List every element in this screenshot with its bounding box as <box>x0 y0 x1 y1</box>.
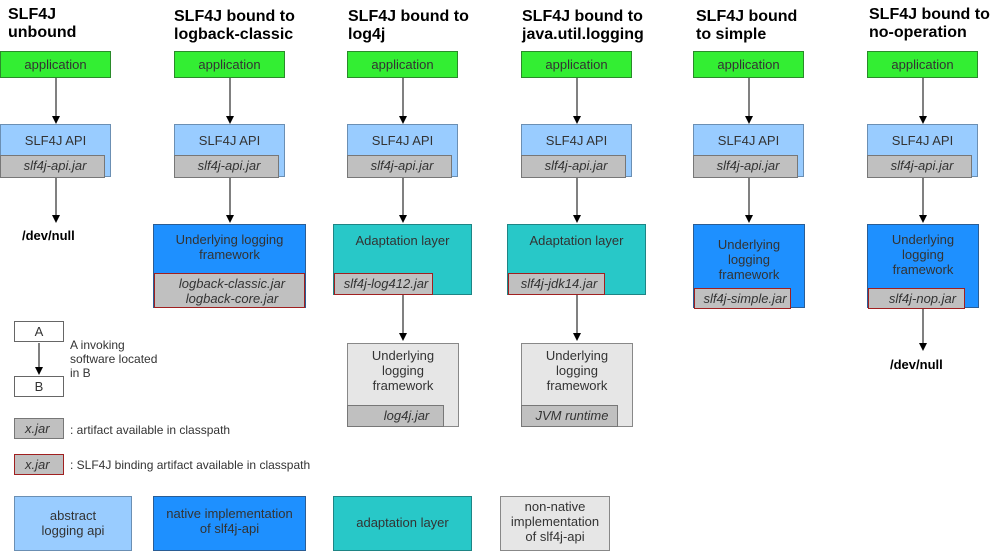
dev-null-label: /dev/null <box>22 228 75 243</box>
api-jar: slf4j-api.jar <box>693 155 798 178</box>
legend-non-native: non-native implementation of slf4j-api <box>500 496 610 551</box>
impl-label: Underlying logging framework <box>175 232 284 262</box>
underlying-jar: log4j.jar <box>347 405 444 427</box>
legend-binding-sample: x.jar <box>14 454 64 475</box>
api-label: SLF4J API <box>371 133 434 148</box>
binding-jar-line: logback-classic.jar <box>178 276 286 291</box>
api-label: SLF4J API <box>198 133 261 148</box>
application-box: application <box>867 51 978 78</box>
api-label: SLF4J API <box>717 133 780 148</box>
binding-jar: slf4j-jdk14.jar <box>508 273 605 295</box>
slf4j-api-box: SLF4J API slf4j-api.jar <box>867 124 978 178</box>
adaptation-layer-box: Adaptation layer slf4j-log412.jar <box>333 224 472 295</box>
legend-jar-text: : artifact available in classpath <box>70 423 231 437</box>
impl-label: Underlying logging framework <box>717 237 781 282</box>
column-title: SLF4J unbound <box>8 6 77 41</box>
adapt-label: Adaptation layer <box>355 233 450 248</box>
column-title: SLF4J bound to log4j <box>348 8 469 43</box>
application-box: application <box>174 51 285 78</box>
api-label: SLF4J API <box>24 133 87 148</box>
application-box: application <box>347 51 458 78</box>
api-jar: slf4j-api.jar <box>0 155 105 178</box>
native-impl-box: Underlying logging framework slf4j-simpl… <box>693 224 805 309</box>
dev-null-label: /dev/null <box>890 357 943 372</box>
binding-jar: slf4j-simple.jar <box>694 288 791 309</box>
slf4j-api-box: SLF4J API slf4j-api.jar <box>0 124 111 178</box>
binding-jar: logback-classic.jar logback-core.jar <box>154 273 305 308</box>
legend-abstract-api: abstract logging api <box>14 496 132 551</box>
slf4j-api-box: SLF4J API slf4j-api.jar <box>521 124 632 178</box>
non-native-impl-box: Underlying logging framework JVM runtime <box>521 343 633 427</box>
column-title: SLF4J bound to simple <box>696 8 798 43</box>
legend-jar-sample: x.jar <box>14 418 64 439</box>
legend-box-a: A <box>14 321 64 342</box>
api-jar: slf4j-api.jar <box>174 155 279 178</box>
legend-native-impl: native implementation of slf4j-api <box>153 496 306 551</box>
impl-label: Underlying logging framework <box>891 232 955 277</box>
legend-box-b: B <box>14 376 64 397</box>
column-title: SLF4J bound to no-operation <box>869 6 990 41</box>
adapt-label: Adaptation layer <box>529 233 624 248</box>
legend-abstract-text: abstract logging api <box>41 508 105 538</box>
legend-adaptation-text: adaptation layer <box>356 515 449 530</box>
application-box: application <box>693 51 804 78</box>
binding-jar-line: logback-core.jar <box>185 291 279 306</box>
underlying-jar: JVM runtime <box>521 405 618 427</box>
legend-adaptation: adaptation layer <box>333 496 472 551</box>
legend-native-text: native implementation of slf4j-api <box>166 506 293 536</box>
application-box: application <box>521 51 632 78</box>
adaptation-layer-box: Adaptation layer slf4j-jdk14.jar <box>507 224 646 295</box>
api-jar: slf4j-api.jar <box>867 155 972 178</box>
application-box: application <box>0 51 111 78</box>
slf4j-api-box: SLF4J API slf4j-api.jar <box>693 124 804 178</box>
native-impl-box: Underlying logging framework slf4j-nop.j… <box>867 224 979 309</box>
legend-binding-text: : SLF4J binding artifact available in cl… <box>70 458 311 472</box>
under-label: Underlying logging framework <box>545 348 609 393</box>
slf4j-api-box: SLF4J API slf4j-api.jar <box>347 124 458 178</box>
binding-jar: slf4j-log412.jar <box>334 273 433 295</box>
native-impl-box: Underlying logging framework logback-cla… <box>153 224 306 308</box>
non-native-impl-box: Underlying logging framework log4j.jar <box>347 343 459 427</box>
binding-jar: slf4j-nop.jar <box>868 288 965 309</box>
api-label: SLF4J API <box>891 133 954 148</box>
legend-non-native-text: non-native implementation of slf4j-api <box>510 499 600 544</box>
slf4j-api-box: SLF4J API slf4j-api.jar <box>174 124 285 178</box>
api-label: SLF4J API <box>545 133 608 148</box>
column-title: SLF4J bound to logback-classic <box>174 8 295 43</box>
legend-invoke-text: A invoking software located in B <box>70 338 158 380</box>
under-label: Underlying logging framework <box>371 348 435 393</box>
api-jar: slf4j-api.jar <box>521 155 626 178</box>
api-jar: slf4j-api.jar <box>347 155 452 178</box>
column-title: SLF4J bound to java.util.logging <box>522 8 644 43</box>
